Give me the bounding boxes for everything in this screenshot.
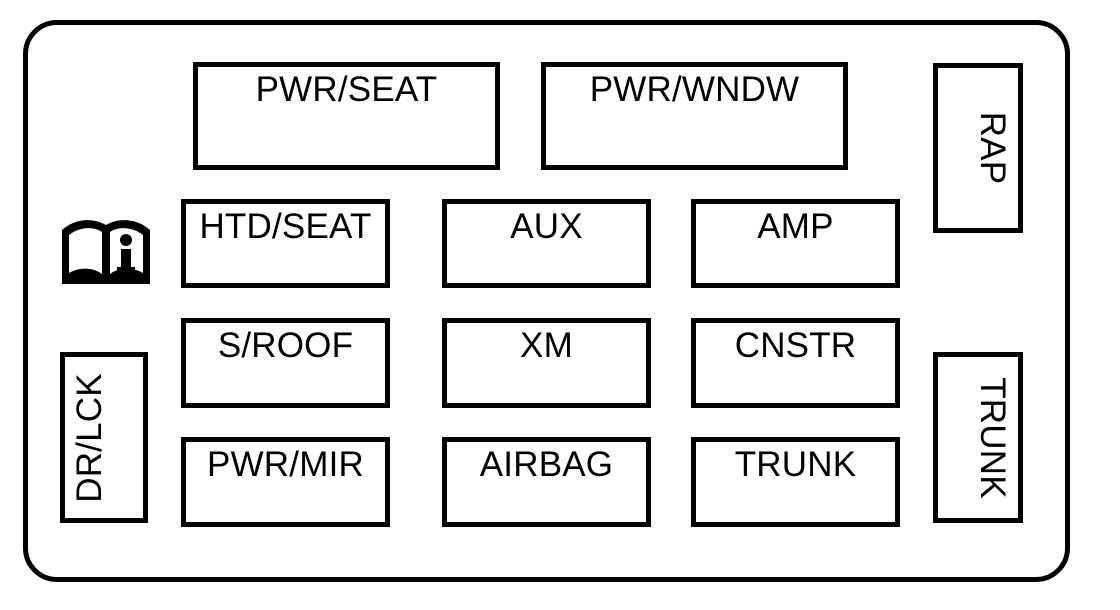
fuse-slot-amp[interactable]: AMP xyxy=(691,199,900,288)
fuse-slot-trunk[interactable]: TRUNK xyxy=(691,437,900,527)
fuse-label-s-roof: S/ROOF xyxy=(217,326,354,365)
fuse-label-aux: AUX xyxy=(510,207,583,246)
fuse-slot-pwr-seat[interactable]: PWR/SEAT xyxy=(193,62,500,170)
fuse-label-dr-lck: DR/LCK xyxy=(70,372,109,503)
fuse-slot-dr-lck[interactable]: DR/LCK xyxy=(60,352,148,523)
fuse-label-pwr-wndw: PWR/WNDW xyxy=(589,70,800,109)
fuse-label-rap: RAP xyxy=(973,111,1012,185)
fuse-label-trunk-vertical: TRUNK xyxy=(973,376,1012,499)
owners-manual-icon xyxy=(62,216,150,284)
fuse-label-xm: XM xyxy=(520,326,573,365)
fuse-slot-xm[interactable]: XM xyxy=(442,318,651,408)
fuse-label-pwr-seat: PWR/SEAT xyxy=(255,70,438,109)
fuse-label-airbag: AIRBAG xyxy=(479,445,614,484)
fuse-label-amp: AMP xyxy=(757,207,834,246)
fuse-slot-airbag[interactable]: AIRBAG xyxy=(442,437,651,527)
fuse-slot-htd-seat[interactable]: HTD/SEAT xyxy=(181,199,390,288)
fuse-label-cnstr: CNSTR xyxy=(734,326,857,365)
fuse-slot-trunk-vertical[interactable]: TRUNK xyxy=(933,352,1023,523)
fuse-block-enclosure xyxy=(23,20,1070,582)
fuse-slot-pwr-mir[interactable]: PWR/MIR xyxy=(181,437,390,527)
fuse-label-trunk: TRUNK xyxy=(734,445,857,484)
fuse-slot-s-roof[interactable]: S/ROOF xyxy=(181,318,390,408)
fuse-slot-cnstr[interactable]: CNSTR xyxy=(691,318,900,408)
fuse-slot-pwr-wndw[interactable]: PWR/WNDW xyxy=(541,62,848,170)
fuse-slot-aux[interactable]: AUX xyxy=(442,199,651,288)
fuse-slot-rap[interactable]: RAP xyxy=(933,63,1023,233)
fuse-label-pwr-mir: PWR/MIR xyxy=(207,445,364,484)
fuse-label-htd-seat: HTD/SEAT xyxy=(199,207,372,246)
